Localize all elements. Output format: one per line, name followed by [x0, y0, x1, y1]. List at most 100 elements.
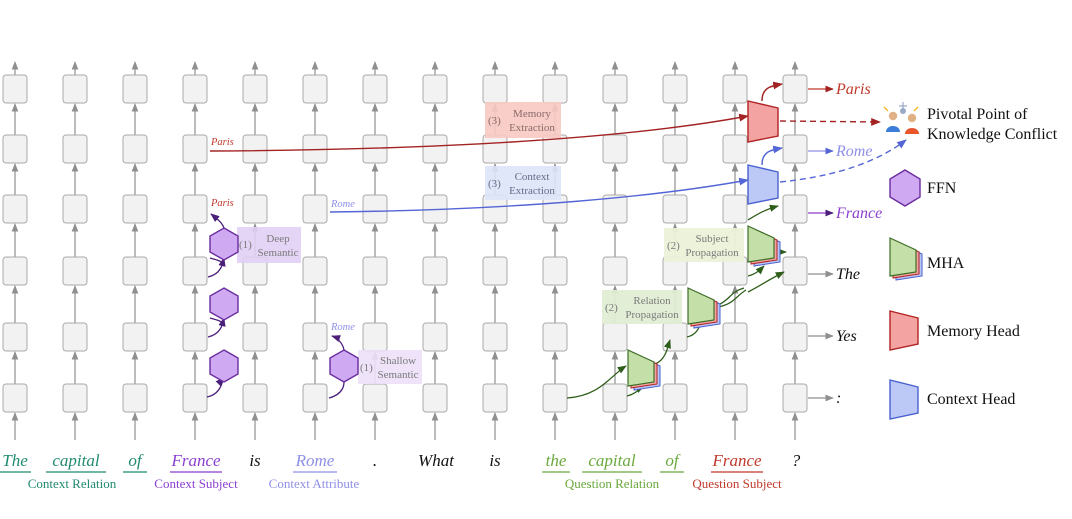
legend-ffn-icon	[889, 169, 921, 207]
pivotal-point-icon	[883, 102, 919, 134]
token: capital	[588, 451, 635, 470]
ffn-hexagon-icon	[209, 349, 239, 383]
ffn-rome-label: Rome	[330, 322, 355, 333]
annotation-line2: Semantic	[378, 369, 419, 381]
group-label: Context Relation	[28, 476, 117, 491]
layer-node	[422, 383, 448, 413]
annotation-number: (3)	[488, 178, 501, 190]
annotation-number: (1)	[360, 362, 373, 374]
annotation-number: (2)	[667, 240, 680, 252]
layer-node	[2, 74, 28, 104]
layer-node	[362, 322, 388, 352]
layer-node	[182, 256, 208, 286]
layer-node	[722, 194, 748, 224]
output-token: :	[836, 390, 841, 407]
annotation-shallow-semantic: (1) Shallow Semantic	[358, 350, 422, 384]
layer-node	[542, 383, 568, 413]
layer-node	[422, 322, 448, 352]
layer-node	[302, 322, 328, 352]
output-token: Paris	[835, 81, 871, 98]
output-token: Rome	[835, 143, 872, 160]
layer-node	[182, 383, 208, 413]
layer-node	[242, 322, 268, 352]
layer-node	[362, 194, 388, 224]
layer-node	[782, 383, 808, 413]
annotation-line2: Extraction	[509, 185, 555, 197]
layer-node	[662, 383, 688, 413]
layer-node	[62, 74, 88, 104]
annotation-line1: Deep	[266, 233, 290, 245]
layer-node	[242, 74, 268, 104]
legend: Pivotal Point of Knowledge Conflict FFN …	[883, 102, 1058, 420]
layer-node	[122, 383, 148, 413]
token: Rome	[295, 451, 335, 470]
token: The	[2, 451, 28, 470]
layer-node	[482, 134, 508, 164]
output-token: Yes	[836, 328, 857, 345]
layer-node	[362, 74, 388, 104]
mha-stack-icon	[687, 287, 721, 329]
long-range-lines: Paris Rome	[209, 113, 749, 213]
layer-node	[302, 74, 328, 104]
layer-node	[722, 383, 748, 413]
annotation-memory-extraction: (3) Memory Extraction	[485, 102, 561, 138]
annotation-line1: Memory	[513, 108, 551, 120]
annotation-line2: Propagation	[685, 247, 739, 259]
annotation-number: (2)	[605, 302, 618, 314]
token: of	[665, 451, 681, 470]
context-rome-label: Rome	[330, 199, 355, 210]
layer-node	[2, 134, 28, 164]
ffn-hexagon-icon	[209, 287, 239, 321]
token: the	[546, 451, 567, 470]
layer-node	[782, 322, 808, 352]
group-label: Context Subject	[154, 476, 238, 491]
context-head-icon	[747, 164, 779, 205]
annotation-line1: Context	[515, 171, 550, 183]
layer-node	[122, 256, 148, 286]
layer-node	[782, 194, 808, 224]
layer-node	[542, 322, 568, 352]
annotation-number: (1)	[239, 239, 252, 251]
annotation-line1: Shallow	[380, 355, 416, 367]
legend-memory-head: Memory Head	[927, 323, 1020, 340]
layer-node	[302, 383, 328, 413]
layer-node	[602, 322, 628, 352]
annotation-line1: Relation	[633, 295, 671, 307]
token: France	[711, 451, 762, 470]
layer-node	[302, 194, 328, 224]
layer-node	[482, 256, 508, 286]
annotations: (1) Deep Semantic (1) Shallow Semantic (…	[237, 102, 744, 384]
legend-mha-icon	[889, 237, 923, 281]
group-label: Question Relation	[565, 476, 660, 491]
layer-node	[782, 256, 808, 286]
mha-stack-icon	[627, 349, 661, 391]
layer-node	[542, 74, 568, 104]
attention-heads	[747, 81, 907, 205]
token: is	[489, 451, 501, 470]
annotation-line2: Semantic	[258, 247, 299, 259]
annotation-subject-propagation: (2) Subject Propagation	[664, 228, 744, 262]
layer-node	[362, 256, 388, 286]
memory-head-icon	[747, 100, 779, 143]
layer-node	[782, 134, 808, 164]
legend-pivotal-line2: Knowledge Conflict	[927, 126, 1058, 143]
output-token: France	[835, 205, 882, 222]
layer-node	[602, 74, 628, 104]
layer-node	[302, 256, 328, 286]
mha-stack-icon	[747, 225, 781, 267]
layer-node	[482, 383, 508, 413]
layer-node	[482, 74, 508, 104]
mha-flow	[566, 204, 787, 399]
layer-node	[602, 194, 628, 224]
ffn-hexagon-icon	[209, 227, 239, 261]
layer-node	[662, 74, 688, 104]
token: ?	[792, 451, 801, 470]
layer-node	[422, 256, 448, 286]
layer-node	[2, 383, 28, 413]
ffn-flow: Paris Rome	[206, 198, 359, 399]
layer-node	[122, 74, 148, 104]
layer-node	[662, 194, 688, 224]
token: .	[373, 451, 377, 470]
